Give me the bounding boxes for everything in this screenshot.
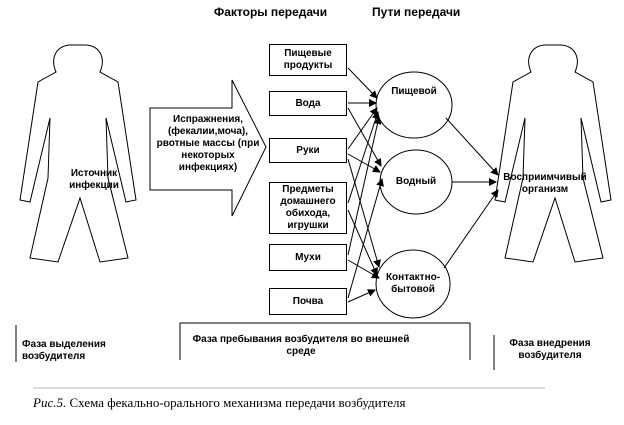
- excretion-text: Испражнения, (фекалии,моча), рвотные мас…: [156, 114, 260, 173]
- recipient-person-figure: [494, 44, 612, 263]
- source-person-figure: [19, 44, 137, 263]
- route-label-food: Пищевой: [391, 86, 437, 97]
- phase-environment: Фаза пребывания возбудителя во внешней с…: [186, 334, 416, 358]
- excretion-arrow: [149, 79, 267, 217]
- source-label: Источник инфекции: [69, 168, 119, 191]
- route-label-contact: Контактно-бытовой: [385, 272, 441, 295]
- factor-household-items: Предметы домашнего обихода, игрушки: [269, 182, 347, 234]
- header-factors: Факторы передачи: [214, 5, 328, 19]
- route-label-water: Водный: [395, 176, 437, 187]
- phase-excretion: Фаза выделения возбудителя: [22, 339, 152, 363]
- factor-water: Вода: [269, 91, 347, 116]
- header-routes: Пути передачи: [372, 5, 461, 19]
- route-circle-contact: [375, 249, 451, 319]
- factor-route-arrows: [347, 67, 384, 303]
- phase-dividers: [15, 322, 495, 370]
- figure-caption: Рис.5. Схема фекально-орального механизм…: [33, 395, 406, 411]
- factor-hands: Руки: [269, 138, 347, 163]
- factor-food-products: Пищевые продукты: [269, 44, 347, 76]
- factor-soil: Почва: [269, 288, 347, 315]
- caption-text: Схема фекально-орального механизма перед…: [66, 395, 406, 410]
- caption-prefix: Рис.5.: [33, 395, 67, 410]
- phase-entry: Фаза внедрения возбудителя: [500, 338, 600, 362]
- recipient-label: Восприимчивый организм: [503, 172, 587, 195]
- route-recipient-arrows: [443, 117, 499, 269]
- route-circle-food: [375, 71, 453, 139]
- factor-flies: Мухи: [269, 244, 347, 271]
